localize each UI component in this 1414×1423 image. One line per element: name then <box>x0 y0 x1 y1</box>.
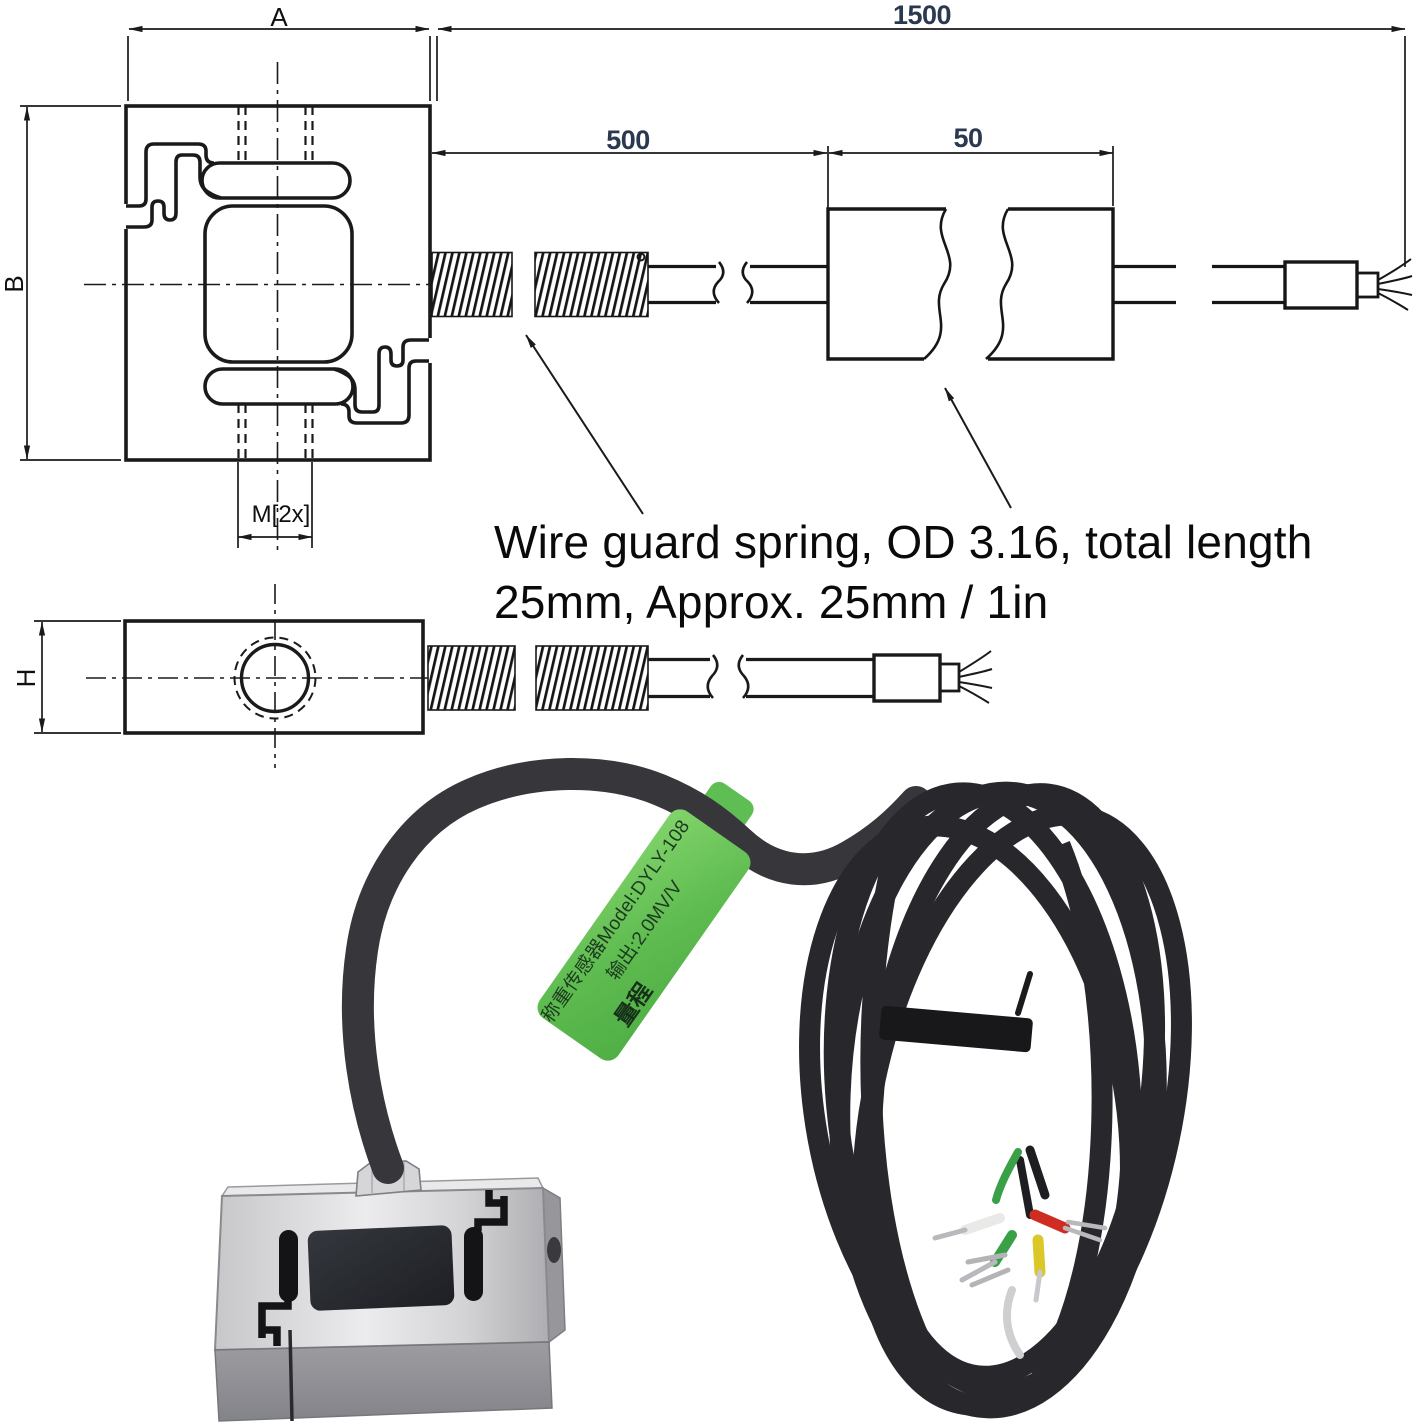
cable-lines <box>648 264 1285 305</box>
wire-ends <box>932 1145 1108 1359</box>
front-rod-assembly <box>431 207 1413 361</box>
yellow-wire <box>1032 1234 1046 1278</box>
dim-label-h: H <box>11 668 41 688</box>
spring-end-loop <box>636 252 646 262</box>
dimensions <box>20 25 1406 734</box>
sensor-cable <box>341 757 932 1184</box>
body-bottom-face <box>214 1341 553 1422</box>
dim-label-b: B <box>0 275 29 293</box>
left-groove-slot <box>279 1230 298 1302</box>
side-view-body-outline <box>123 619 425 735</box>
side-cable-lines <box>648 657 874 699</box>
white-wire <box>960 1213 1005 1235</box>
s-groove-center-window <box>203 204 354 364</box>
side-thread-hole <box>547 1237 561 1263</box>
strain-gauge-window <box>307 1225 455 1311</box>
cable-tie-tail <box>1015 971 1033 1016</box>
wire-guard-spring-2 <box>534 251 649 318</box>
product-photo <box>213 757 1192 1422</box>
side-cable-break <box>706 654 750 699</box>
hidden-thread-lines <box>237 106 314 460</box>
wire-guard-spring-1 <box>431 251 513 318</box>
front-view-drawing <box>84 62 470 556</box>
gray-wire <box>1002 1286 1024 1359</box>
side-spring-1 <box>427 645 516 711</box>
side-end-connector <box>872 650 993 704</box>
frayed-wires <box>1377 258 1413 311</box>
load-cell-body <box>213 1160 566 1422</box>
dim-value-50: 50 <box>953 123 983 153</box>
cable-tie <box>879 1005 1033 1053</box>
cable-coil <box>799 781 1192 1419</box>
dim-value-1500: 1500 <box>892 0 952 30</box>
leader-spring-2 <box>944 387 1012 509</box>
right-groove-slot <box>464 1227 483 1301</box>
dim-label-a: A <box>270 2 288 32</box>
side-frayed-wires <box>958 650 993 704</box>
leader-spring-1 <box>525 334 644 515</box>
green-wire <box>992 1148 1022 1204</box>
side-spring-2 <box>535 645 649 711</box>
cable-end-connector <box>1283 258 1413 311</box>
spring-note-line2: 25mm, Approx. 25mm / 1in <box>494 576 1049 628</box>
sleeve-block <box>826 207 1115 361</box>
s-groove-upper <box>122 142 352 229</box>
dim-value-500: 500 <box>606 125 650 155</box>
bottom-crack-line <box>288 1329 294 1422</box>
side-view-drawing <box>86 584 993 768</box>
spring-note-line1: Wire guard spring, OD 3.16, total length <box>494 516 1313 568</box>
dim-label-thread: M[2x] <box>251 501 311 528</box>
red-wire <box>1029 1209 1071 1234</box>
left-groove-hook <box>258 1296 292 1346</box>
right-groove-hook <box>474 1190 508 1231</box>
cable-break-left <box>712 261 754 304</box>
spring-note: Wire guard spring, OD 3.16, total length… <box>494 512 1414 632</box>
